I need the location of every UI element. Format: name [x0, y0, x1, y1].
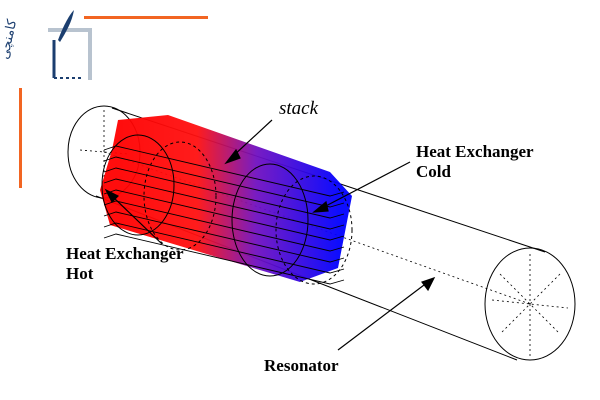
stack-arrow	[231, 119, 273, 158]
stack-plate	[103, 178, 345, 230]
stack-plate	[103, 167, 345, 219]
cold-hx-right-face	[275, 175, 353, 285]
stack-plate	[103, 145, 345, 197]
logo-frame	[48, 28, 92, 80]
stack-plates	[103, 145, 345, 285]
right-end-crosshair-d1	[499, 273, 561, 335]
stack-plate	[103, 222, 345, 274]
hot-hx-label-line2: Hot	[66, 264, 94, 283]
logo-text: کامنچی	[0, 17, 20, 60]
hot-hx-arrow	[111, 195, 163, 245]
stack-plate	[103, 211, 345, 263]
logo-top-bar	[84, 16, 208, 19]
hot-heat-exchanger-label: Heat Exchanger Hot	[66, 244, 184, 284]
stack-label: stack	[279, 98, 319, 119]
resonator-arrow	[337, 281, 429, 351]
cold-hx-label-line1: Heat Exchanger	[416, 142, 534, 161]
feather-icon	[58, 10, 74, 42]
tube-right-end	[484, 247, 576, 361]
hot-hx-label-line1: Heat Exchanger	[66, 244, 184, 263]
cold-heat-exchanger-label: Heat Exchanger Cold	[416, 142, 534, 182]
cold-hx-arrow	[321, 161, 411, 209]
hot-hx-right-face	[143, 141, 217, 251]
hot-hx-arrowhead	[104, 188, 120, 204]
right-end-crosshair-d2	[499, 273, 561, 335]
hot-hx-left-face	[101, 134, 175, 236]
stack-plate	[103, 200, 345, 252]
stack-plate	[103, 233, 345, 285]
callout-arrows	[104, 119, 436, 351]
logo-side-bar	[19, 88, 22, 188]
stack-plate	[103, 156, 345, 208]
stack-arrowhead	[224, 148, 241, 165]
cold-hx-arrowhead	[312, 200, 329, 213]
cold-hx-left-face	[231, 163, 309, 277]
resonator-arrowhead	[421, 276, 436, 292]
cold-hx-label-line2: Cold	[416, 162, 451, 181]
resonator-label: Resonator	[264, 356, 339, 375]
